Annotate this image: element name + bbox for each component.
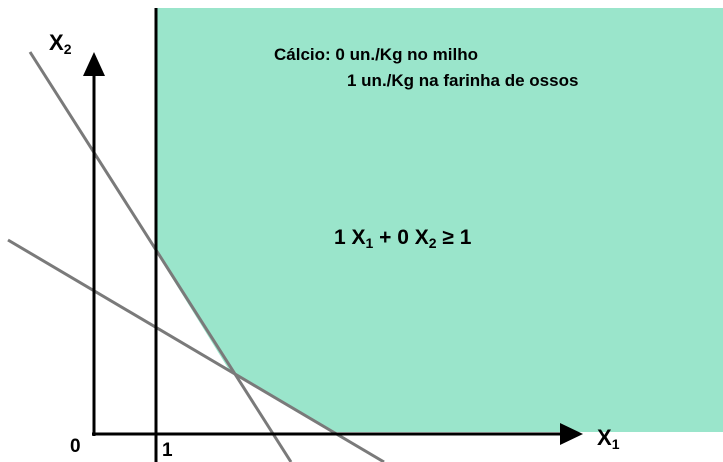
y-axis-arrow [83, 52, 105, 76]
calcium-note: Cálcio: 0 un./Kg no milho 1 un./Kg na fa… [274, 42, 578, 94]
y-axis-label-subscript: 2 [63, 41, 72, 57]
x-axis-arrow [560, 423, 583, 445]
x-axis-label: X1 [597, 425, 620, 452]
origin-label: 0 [70, 436, 81, 457]
constraint-line-shallow [7, 238, 385, 462]
constraint-inequality: 1 X1 + 0 X2 ≥ 1 [334, 226, 472, 251]
calcium-note-line2: 1 un./Kg na farinha de ossos [347, 71, 579, 90]
feasible-region [156, 8, 723, 432]
x-axis-label-subscript: 1 [611, 436, 620, 452]
y-axis-label: X2 [49, 30, 72, 57]
calcium-note-line1: Cálcio: 0 un./Kg no milho [274, 45, 478, 64]
constraint-line-steep [28, 51, 293, 462]
x-tick-label-1: 1 [162, 440, 173, 461]
